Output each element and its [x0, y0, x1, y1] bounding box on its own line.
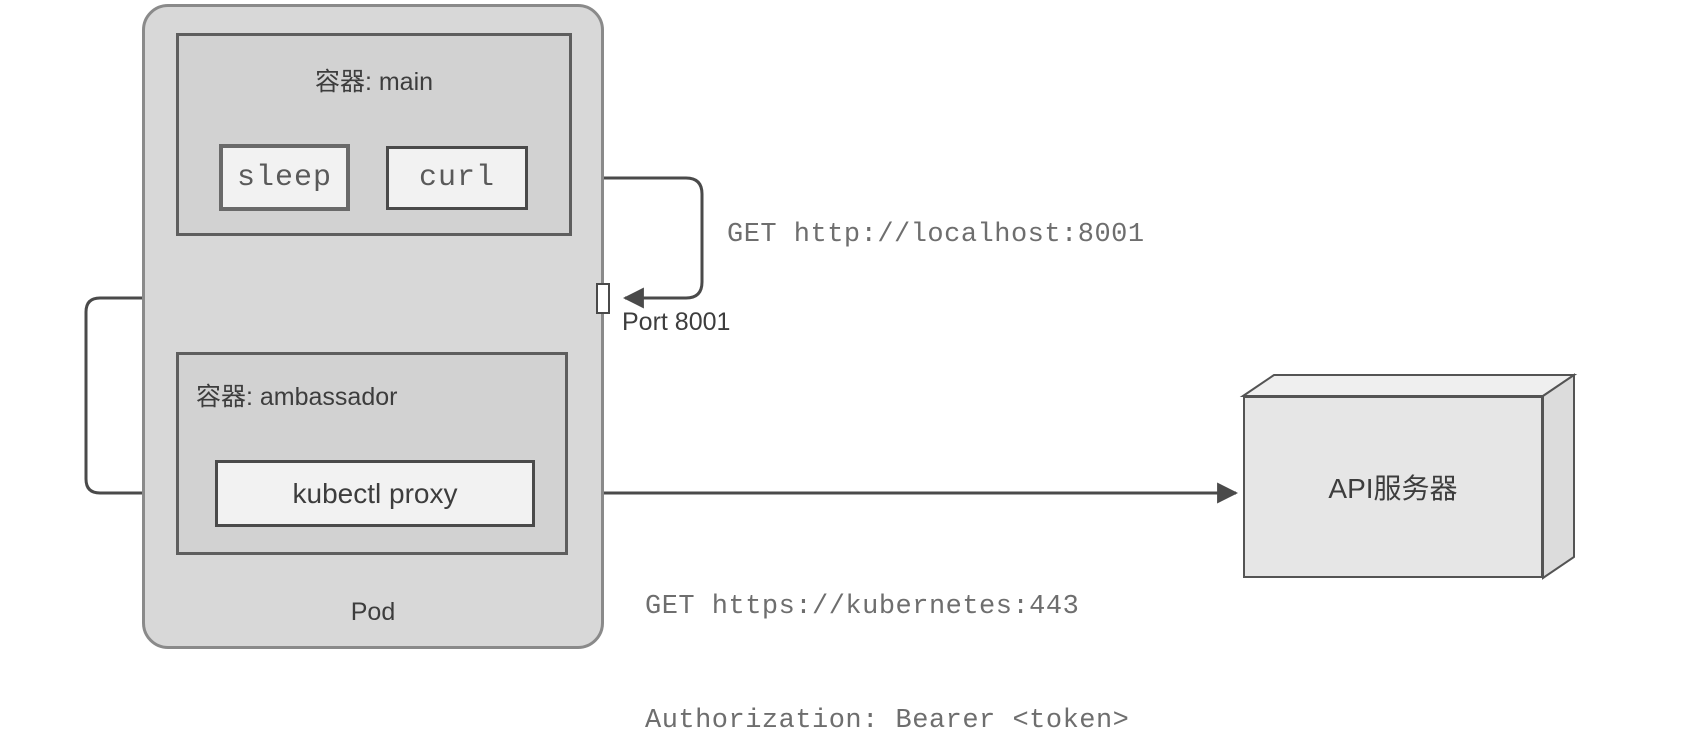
edge-port-to-kubectl-proxy — [84, 296, 596, 504]
api-server-face: API服务器 — [1243, 396, 1543, 578]
process-label-curl: curl — [418, 161, 495, 195]
process-box-curl: curl — [386, 146, 528, 210]
edge-curl-to-port — [528, 176, 704, 309]
process-box-sleep: sleep — [219, 144, 350, 211]
process-label-sleep: sleep — [236, 160, 332, 195]
container-ambassador-title: 容器: ambassador — [196, 383, 398, 411]
request-label-localhost: GET http://localhost:8001 — [727, 220, 1145, 250]
api-server-label: API服务器 — [1328, 473, 1458, 504]
container-main-title: 容器: main — [314, 68, 434, 96]
port-label: Port 8001 — [622, 308, 731, 336]
process-box-kubectl-proxy: kubectl proxy — [215, 460, 535, 527]
api-server-node: API服务器 — [1243, 396, 1543, 578]
process-label-kubectl-proxy: kubectl proxy — [292, 477, 458, 509]
request-line-authorization: Authorization: Bearer <token> — [645, 706, 1130, 730]
request-label-apiserver: GET https://kubernetes:443 Authorization… — [645, 512, 1129, 730]
request-line-get-kubernetes: GET https://kubernetes:443 — [645, 592, 1080, 622]
pod-label: Pod — [350, 598, 396, 626]
port-marker-8001 — [596, 283, 610, 314]
